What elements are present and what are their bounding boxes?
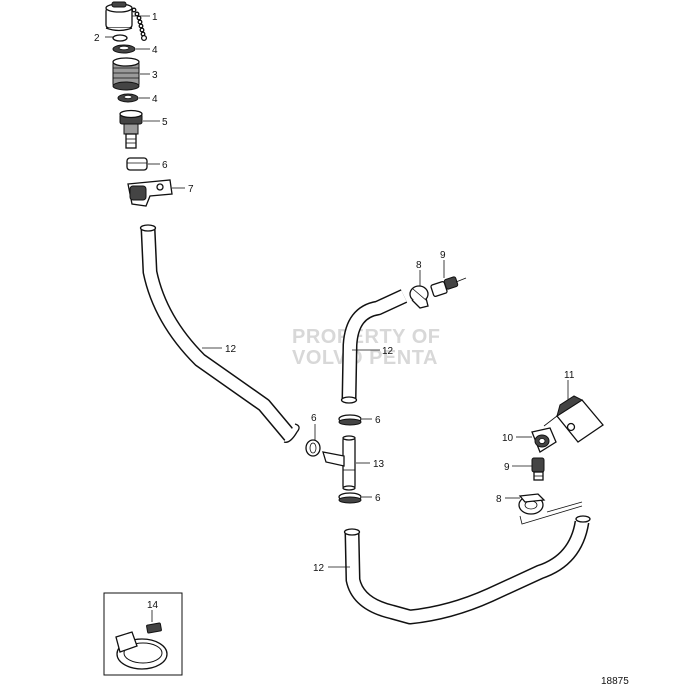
assembly-guide-lines (519, 501, 583, 525)
callout-8-right: 8 (496, 494, 502, 505)
watermark: PROPERTY OF VOLVO PENTA (292, 326, 441, 369)
hose-nipple-part-5 (119, 109, 143, 149)
watermark-line-1: PROPERTY OF (292, 326, 441, 348)
valve-part-11 (543, 395, 604, 443)
cap-chain (131, 7, 148, 42)
hose-clamp-part-6-upper (338, 414, 362, 426)
mounting-bracket-part-7 (127, 179, 173, 207)
hose-part-12-middle (340, 289, 408, 404)
callout-12-left: 12 (225, 344, 237, 355)
callout-9-right: 9 (504, 462, 510, 473)
callout-6-upper: 6 (375, 415, 381, 426)
callout-11: 11 (564, 370, 575, 381)
washer-part-4-lower (117, 93, 139, 103)
callout-4-upper: 4 (152, 45, 158, 56)
callout-6-left: 6 (311, 413, 317, 424)
callout-2: 2 (94, 33, 100, 44)
washer-part-4-upper (112, 44, 136, 54)
callout-7: 7 (188, 184, 194, 195)
hose-clamp-part-8-top (409, 285, 429, 309)
inset-box-part-14 (103, 592, 183, 676)
callout-5: 5 (162, 117, 168, 128)
callout-14: 14 (147, 600, 159, 611)
hose-clamp-part-6-left (305, 439, 321, 457)
callout-4-lower: 4 (152, 94, 158, 105)
callout-12-bottom: 12 (313, 563, 325, 574)
callout-1: 1 (152, 12, 158, 23)
o-ring-part-2 (112, 34, 128, 42)
filler-cap-part-1 (105, 1, 148, 42)
watermark-line-2: VOLVO PENTA (292, 347, 438, 369)
callout-9-top: 9 (440, 250, 446, 261)
callout-8-top: 8 (416, 260, 422, 271)
callouts: 1 2 4 3 4 5 6 7 12 8 9 12 11 6 6 10 13 9… (94, 12, 575, 611)
threaded-fitting-part-3 (112, 57, 140, 91)
leader-lines (105, 15, 569, 622)
hose-clamp-part-14 (115, 622, 168, 670)
figure-number: 18875 (601, 676, 629, 687)
callout-6-top: 6 (162, 160, 168, 171)
elbow-fitting-part-10 (531, 427, 557, 453)
hose-part-12-left (139, 224, 300, 443)
callout-3: 3 (152, 70, 158, 81)
nipple-part-9-right (531, 457, 545, 481)
hose-part-12-bottom (343, 515, 591, 625)
callout-12-middle: 12 (382, 346, 394, 357)
hose-clamp-part-6-lower (338, 492, 362, 504)
tee-connector-part-13 (322, 435, 356, 491)
hose-clamp-part-8-right (518, 493, 546, 515)
callout-13: 13 (373, 459, 385, 470)
callout-6-lower: 6 (375, 493, 381, 504)
fitting-part-9-top (430, 276, 467, 297)
callout-10: 10 (502, 433, 514, 444)
hose-clamp-part-6-top (126, 157, 148, 171)
